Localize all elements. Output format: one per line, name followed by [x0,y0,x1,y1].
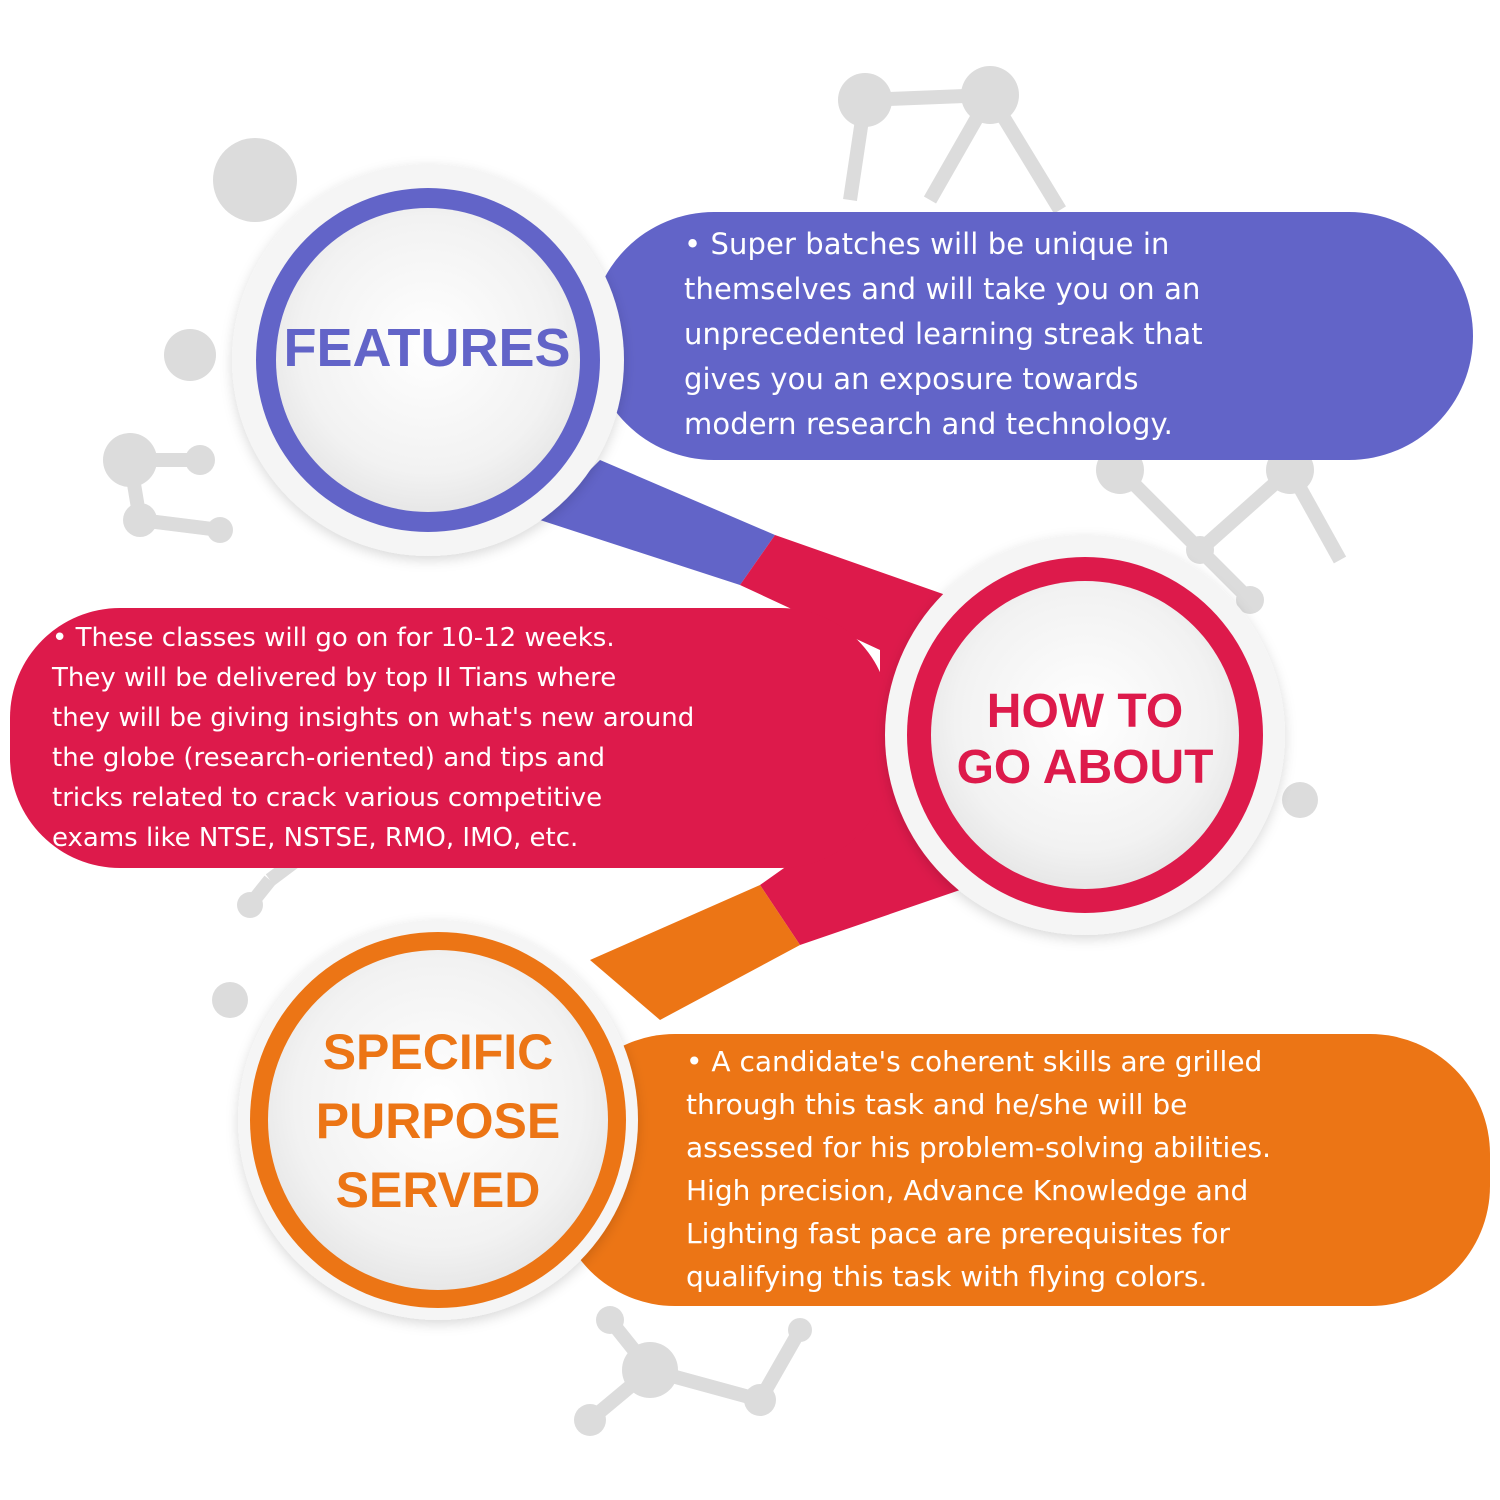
connector-ribbons [540,460,960,1020]
features-ring [232,164,624,556]
how-to-go-about-title: HOW TO GO ABOUT [956,685,1214,794]
molecule-background [103,66,1347,1436]
how-ring [885,535,1285,935]
features-connector [540,460,775,585]
purpose-connector [590,885,800,1020]
how-connector [740,535,960,945]
specific-purpose-served-description: • A candidate's coherent skills are gril… [686,1045,1272,1293]
purpose-ring [238,920,638,1320]
purpose-panel [555,1034,1490,1306]
features-title: FEATURES [283,318,571,378]
features-panel [590,212,1473,460]
features-description: • Super batches will be unique in themse… [684,227,1203,441]
how-to-go-about-description: • These classes will go on for 10-12 wee… [52,623,695,853]
how-panel [10,608,890,868]
specific-purpose-served-title: SPECIFIC PURPOSE SERVED [315,1024,561,1218]
